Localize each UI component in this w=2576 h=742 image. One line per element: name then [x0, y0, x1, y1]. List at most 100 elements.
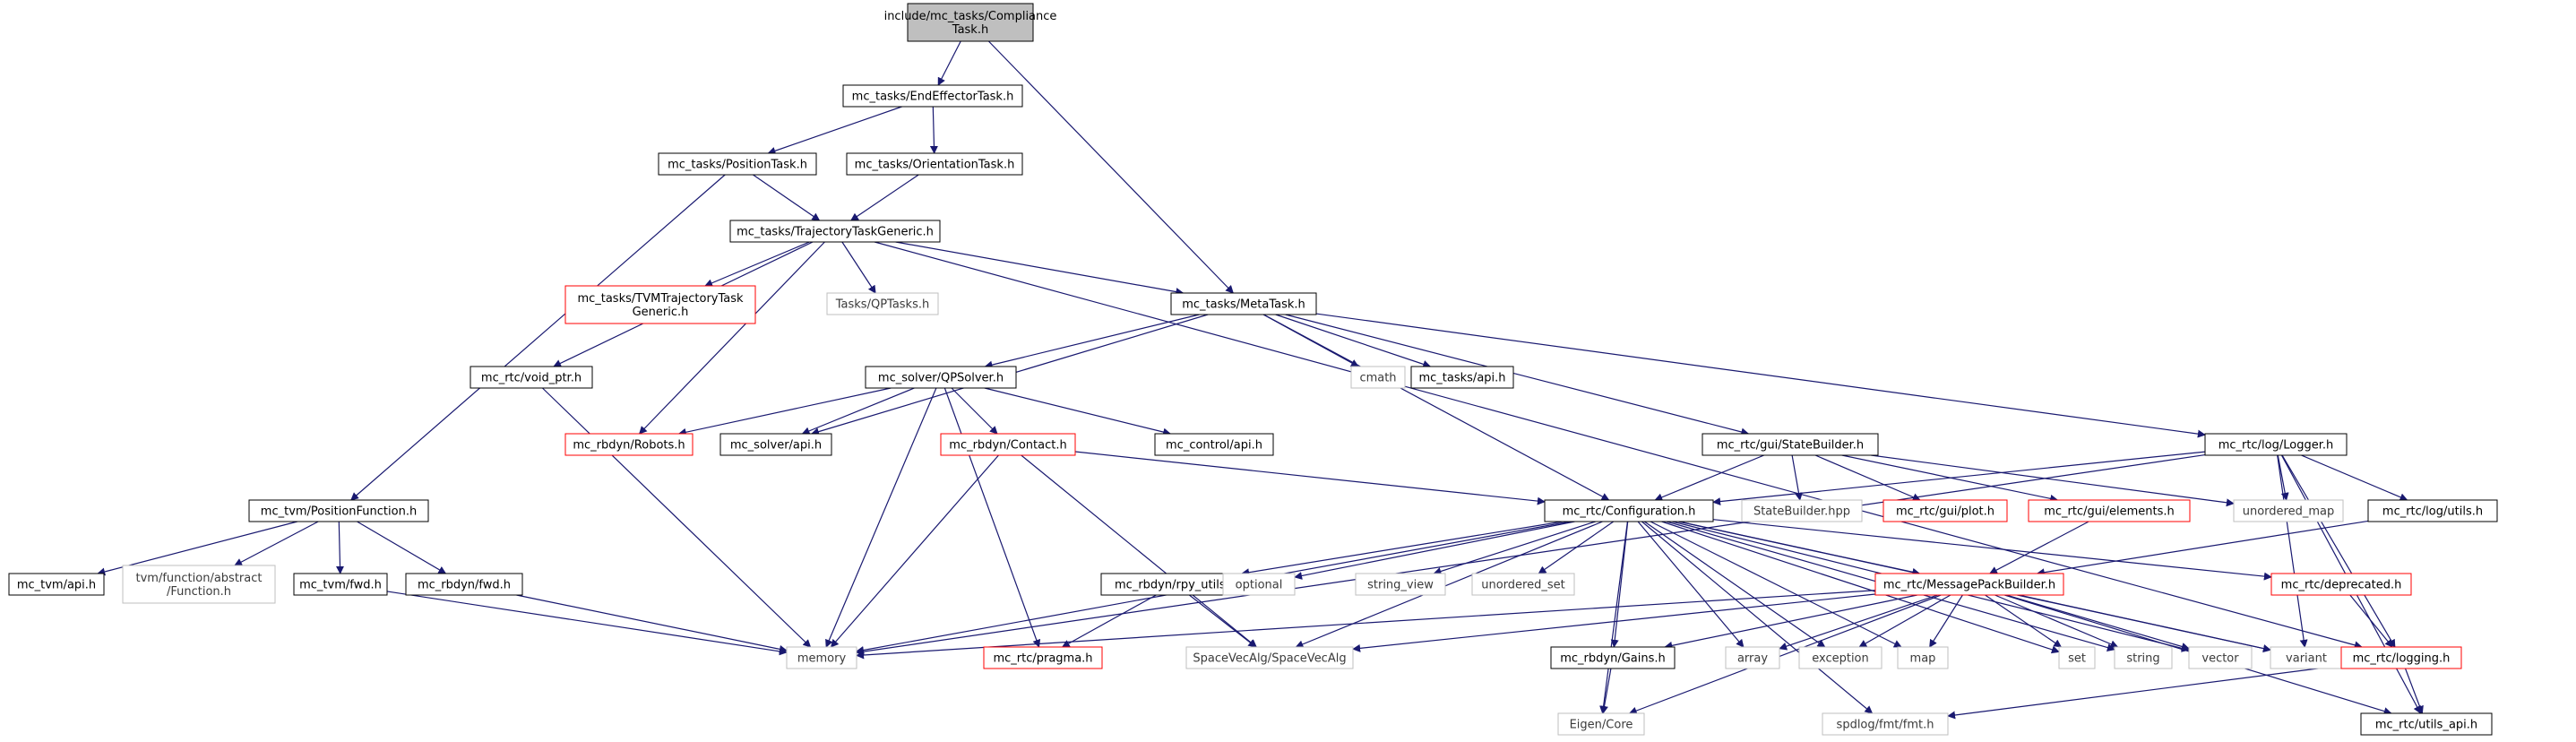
node-qptasks: Tasks/QPTasks.h: [826, 292, 939, 315]
node-plot[interactable]: mc_rtc/gui/plot.h: [1882, 499, 2008, 522]
edge-root-to-meta: [987, 40, 1234, 294]
edges-layer: [97, 40, 2424, 720]
edge-traj-to-tvmtraj: [704, 241, 810, 288]
node-label-utilsapi: mc_rtc/utils_api.h: [2375, 719, 2477, 732]
edge-elements-to-msgpack: [1989, 521, 2089, 574]
edge-statebuilder-to-plot: [1814, 454, 1921, 501]
node-label-logging: mc_rtc/logging.h: [2353, 652, 2451, 666]
node-logutils[interactable]: mc_rtc/log/utils.h: [2367, 499, 2498, 522]
node-gains[interactable]: mc_rbdyn/Gains.h: [1550, 646, 1676, 669]
edge-msgpack-to-gains: [1664, 594, 1917, 650]
node-label-logger: mc_rtc/log/Logger.h: [2218, 439, 2333, 453]
edge-logger-to-memory: [856, 453, 2206, 656]
edge-gains-to-eigen: [1600, 668, 1612, 714]
node-elements[interactable]: mc_rtc/gui/elements.h: [2028, 499, 2191, 522]
node-label-tvmtraj: mc_tasks/TVMTrajectoryTask: [577, 292, 744, 306]
node-label-eigen: Eigen/Core: [1570, 719, 1633, 732]
node-label-robots: mc_rbdyn/Robots.h: [573, 439, 685, 453]
node-box-voidptr: [470, 366, 593, 389]
node-pragma[interactable]: mc_rtc/pragma.h: [983, 646, 1103, 669]
edge-root-to-eef: [937, 40, 961, 86]
node-controlapi[interactable]: mc_control/api.h: [1154, 433, 1274, 456]
node-tasksapi[interactable]: mc_tasks/api.h: [1410, 366, 1514, 389]
node-box-meta: [1170, 292, 1317, 315]
node-box-rbdynfwd: [405, 573, 523, 596]
node-robots[interactable]: mc_rbdyn/Robots.h: [564, 433, 694, 456]
edge-config-to-map: [1650, 521, 1902, 648]
node-tvmfwd[interactable]: mc_tvm/fwd.h: [293, 573, 388, 596]
node-rbdynfwd[interactable]: mc_rbdyn/fwd.h: [405, 573, 523, 596]
node-svalg: SpaceVecAlg/SpaceVecAlg: [1185, 646, 1354, 669]
node-label-tvmapi: mc_tvm/api.h: [17, 579, 96, 592]
node-label-posfunc: mc_tvm/PositionFunction.h: [261, 505, 417, 519]
node-logging[interactable]: mc_rtc/logging.h: [2340, 646, 2462, 669]
edge-msgpack-to-svalg: [1352, 593, 1876, 652]
node-stringview: string_view: [1355, 573, 1446, 596]
edge-config-to-exception: [1643, 521, 1826, 648]
edge-logging-to-utilsapi: [2404, 668, 2424, 714]
edge-meta-to-tasksapi: [1275, 314, 1432, 368]
edge-msgpack-to-memory: [856, 590, 1876, 660]
node-traj[interactable]: mc_tasks/TrajectoryTaskGeneric.h: [729, 220, 941, 243]
node-cmath: cmath: [1350, 366, 1406, 389]
node-label-solverapi: mc_solver/api.h: [730, 439, 822, 453]
node-ori[interactable]: mc_tasks/OrientationTask.h: [846, 152, 1023, 176]
edge-contact-to-svalg: [1021, 454, 1257, 648]
node-contact[interactable]: mc_rbdyn/Contact.h: [940, 433, 1076, 456]
node-label-traj: mc_tasks/TrajectoryTaskGeneric.h: [737, 226, 934, 239]
node-box-statebuilder: [1702, 433, 1879, 456]
edge-meta-to-logger: [1315, 313, 2206, 438]
node-eef[interactable]: mc_tasks/EndEffectorTask.h: [842, 84, 1023, 108]
edge-ori-to-traj: [850, 174, 919, 221]
node-label-memory: memory: [797, 652, 847, 666]
node-meta[interactable]: mc_tasks/MetaTask.h: [1170, 292, 1317, 315]
node-label-qptasks: Tasks/QPTasks.h: [835, 298, 929, 312]
node-optional: optional: [1222, 573, 1296, 596]
node-box-logger: [2204, 433, 2348, 456]
node-deprecated[interactable]: mc_rtc/deprecated.h: [2270, 573, 2412, 596]
node-box-contact: [940, 433, 1076, 456]
edge-logging-to-fmt: [1947, 665, 2342, 720]
node-box-tvmfunc: [122, 565, 276, 604]
node-box-svalg: [1185, 646, 1354, 669]
edge-msgpack-to-set: [1985, 594, 2063, 648]
node-label-optional: optional: [1236, 579, 1283, 592]
edge-config-to-svalg: [1295, 521, 1603, 649]
node-box-qptasks: [826, 292, 939, 315]
edge-contact-to-config: [1074, 451, 1546, 505]
node-config[interactable]: mc_rtc/Configuration.h: [1544, 499, 1714, 522]
node-tvmapi[interactable]: mc_tvm/api.h: [8, 573, 105, 596]
node-box-solverapi: [719, 433, 832, 456]
node-qpsolver[interactable]: mc_solver/QPSolver.h: [865, 366, 1017, 389]
node-box-sbhpp: [1741, 499, 1863, 522]
edge-logutils-to-msgpack: [2036, 520, 2369, 577]
node-label-array: array: [1737, 652, 1768, 666]
node-posfunc[interactable]: mc_tvm/PositionFunction.h: [248, 499, 429, 522]
edge-voidptr-to-memory: [542, 387, 812, 648]
node-label-set: set: [2068, 652, 2086, 666]
node-msgpack[interactable]: mc_rtc/MessagePackBuilder.h: [1874, 573, 2064, 596]
node-label-eef: mc_tasks/EndEffectorTask.h: [852, 91, 1014, 104]
node-logger[interactable]: mc_rtc/log/Logger.h: [2204, 433, 2348, 456]
node-box-ori: [846, 152, 1023, 176]
node-label-rpyutils: mc_rbdyn/rpy_utils.h: [1115, 579, 1236, 592]
node-statebuilder[interactable]: mc_rtc/gui/StateBuilder.h: [1702, 433, 1879, 456]
edge-traj-to-meta: [895, 241, 1185, 297]
node-umap: unordered_map: [2233, 499, 2344, 522]
node-voidptr[interactable]: mc_rtc/void_ptr.h: [470, 366, 593, 389]
node-box-traj: [729, 220, 941, 243]
edge-meta-to-qpsolver: [984, 314, 1200, 369]
edge-msgpack-to-array: [1779, 594, 1938, 651]
node-box-config: [1544, 499, 1714, 522]
edge-msgpack-to-eigen: [1628, 594, 1942, 715]
node-box-array: [1725, 646, 1780, 669]
edge-config-to-gains: [1610, 521, 1629, 648]
node-label-uset: unordered_set: [1481, 579, 1564, 592]
node-box-msgpack: [1874, 573, 2064, 596]
node-solverapi[interactable]: mc_solver/api.h: [719, 433, 832, 456]
node-box-optional: [1222, 573, 1296, 596]
node-pos[interactable]: mc_tasks/PositionTask.h: [658, 152, 817, 176]
node-utilsapi[interactable]: mc_rtc/utils_api.h: [2360, 712, 2493, 736]
